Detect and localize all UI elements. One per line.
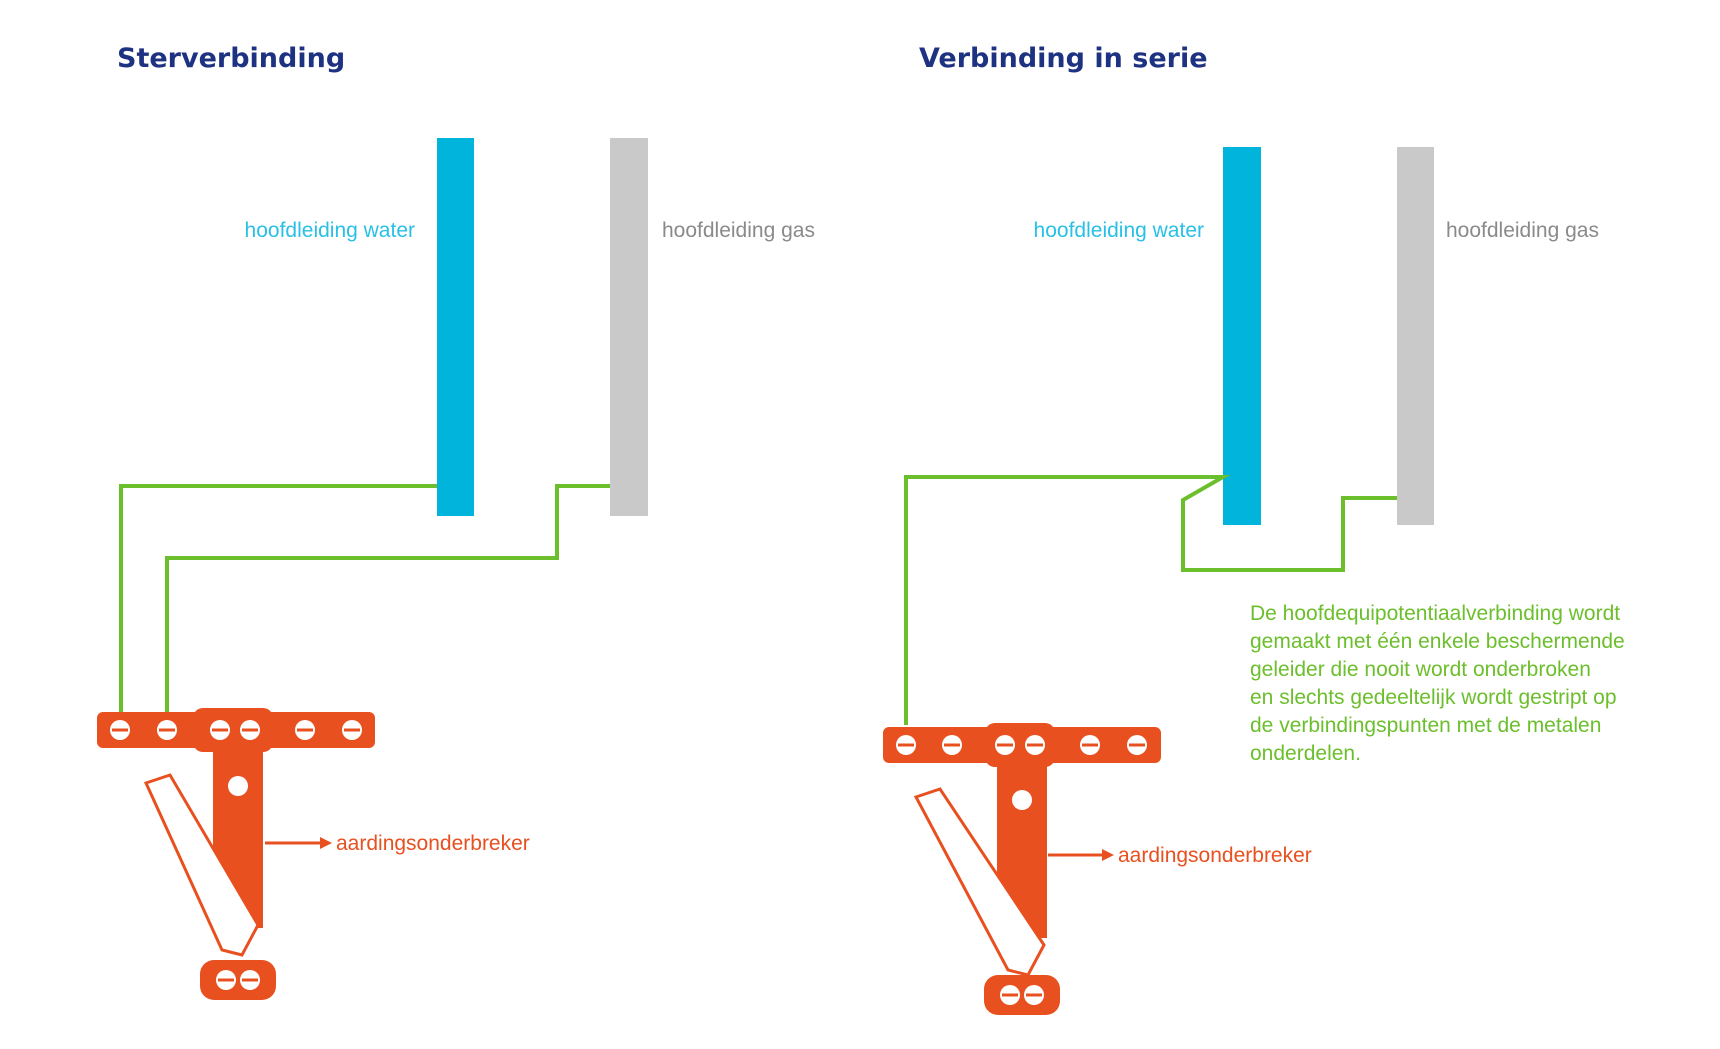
bonding-wire-water — [119, 484, 437, 712]
series-note: De hoofdequipotentiaalverbinding wordt g… — [1250, 602, 1631, 765]
panel-star: Sterverbinding hoofdleiding water hoofdl… — [97, 43, 815, 1000]
gas-pipe — [610, 138, 648, 516]
panel-title: Sterverbinding — [117, 43, 345, 74]
gas-pipe-label: hoofdleiding gas — [662, 219, 815, 242]
bonding-wire-series — [904, 475, 1397, 725]
earthing-disconnector — [883, 723, 1161, 1015]
device-arrow-head — [1102, 849, 1114, 861]
bonding-wire-gas — [165, 484, 610, 712]
water-pipe-label: hoofdleiding water — [245, 219, 415, 242]
water-pipe-label: hoofdleiding water — [1034, 219, 1204, 242]
gas-pipe — [1397, 147, 1434, 525]
earthing-disconnector — [97, 708, 375, 1000]
gas-pipe-label: hoofdleiding gas — [1446, 219, 1599, 242]
device-arrow-head — [320, 837, 332, 849]
device-label: aardingsonderbreker — [1118, 844, 1312, 867]
panel-series: Verbinding in serie hoofdleiding water h… — [883, 43, 1631, 1015]
device-label: aardingsonderbreker — [336, 832, 530, 855]
panel-title: Verbinding in serie — [919, 43, 1208, 74]
water-pipe — [437, 138, 474, 516]
water-pipe — [1223, 147, 1261, 525]
